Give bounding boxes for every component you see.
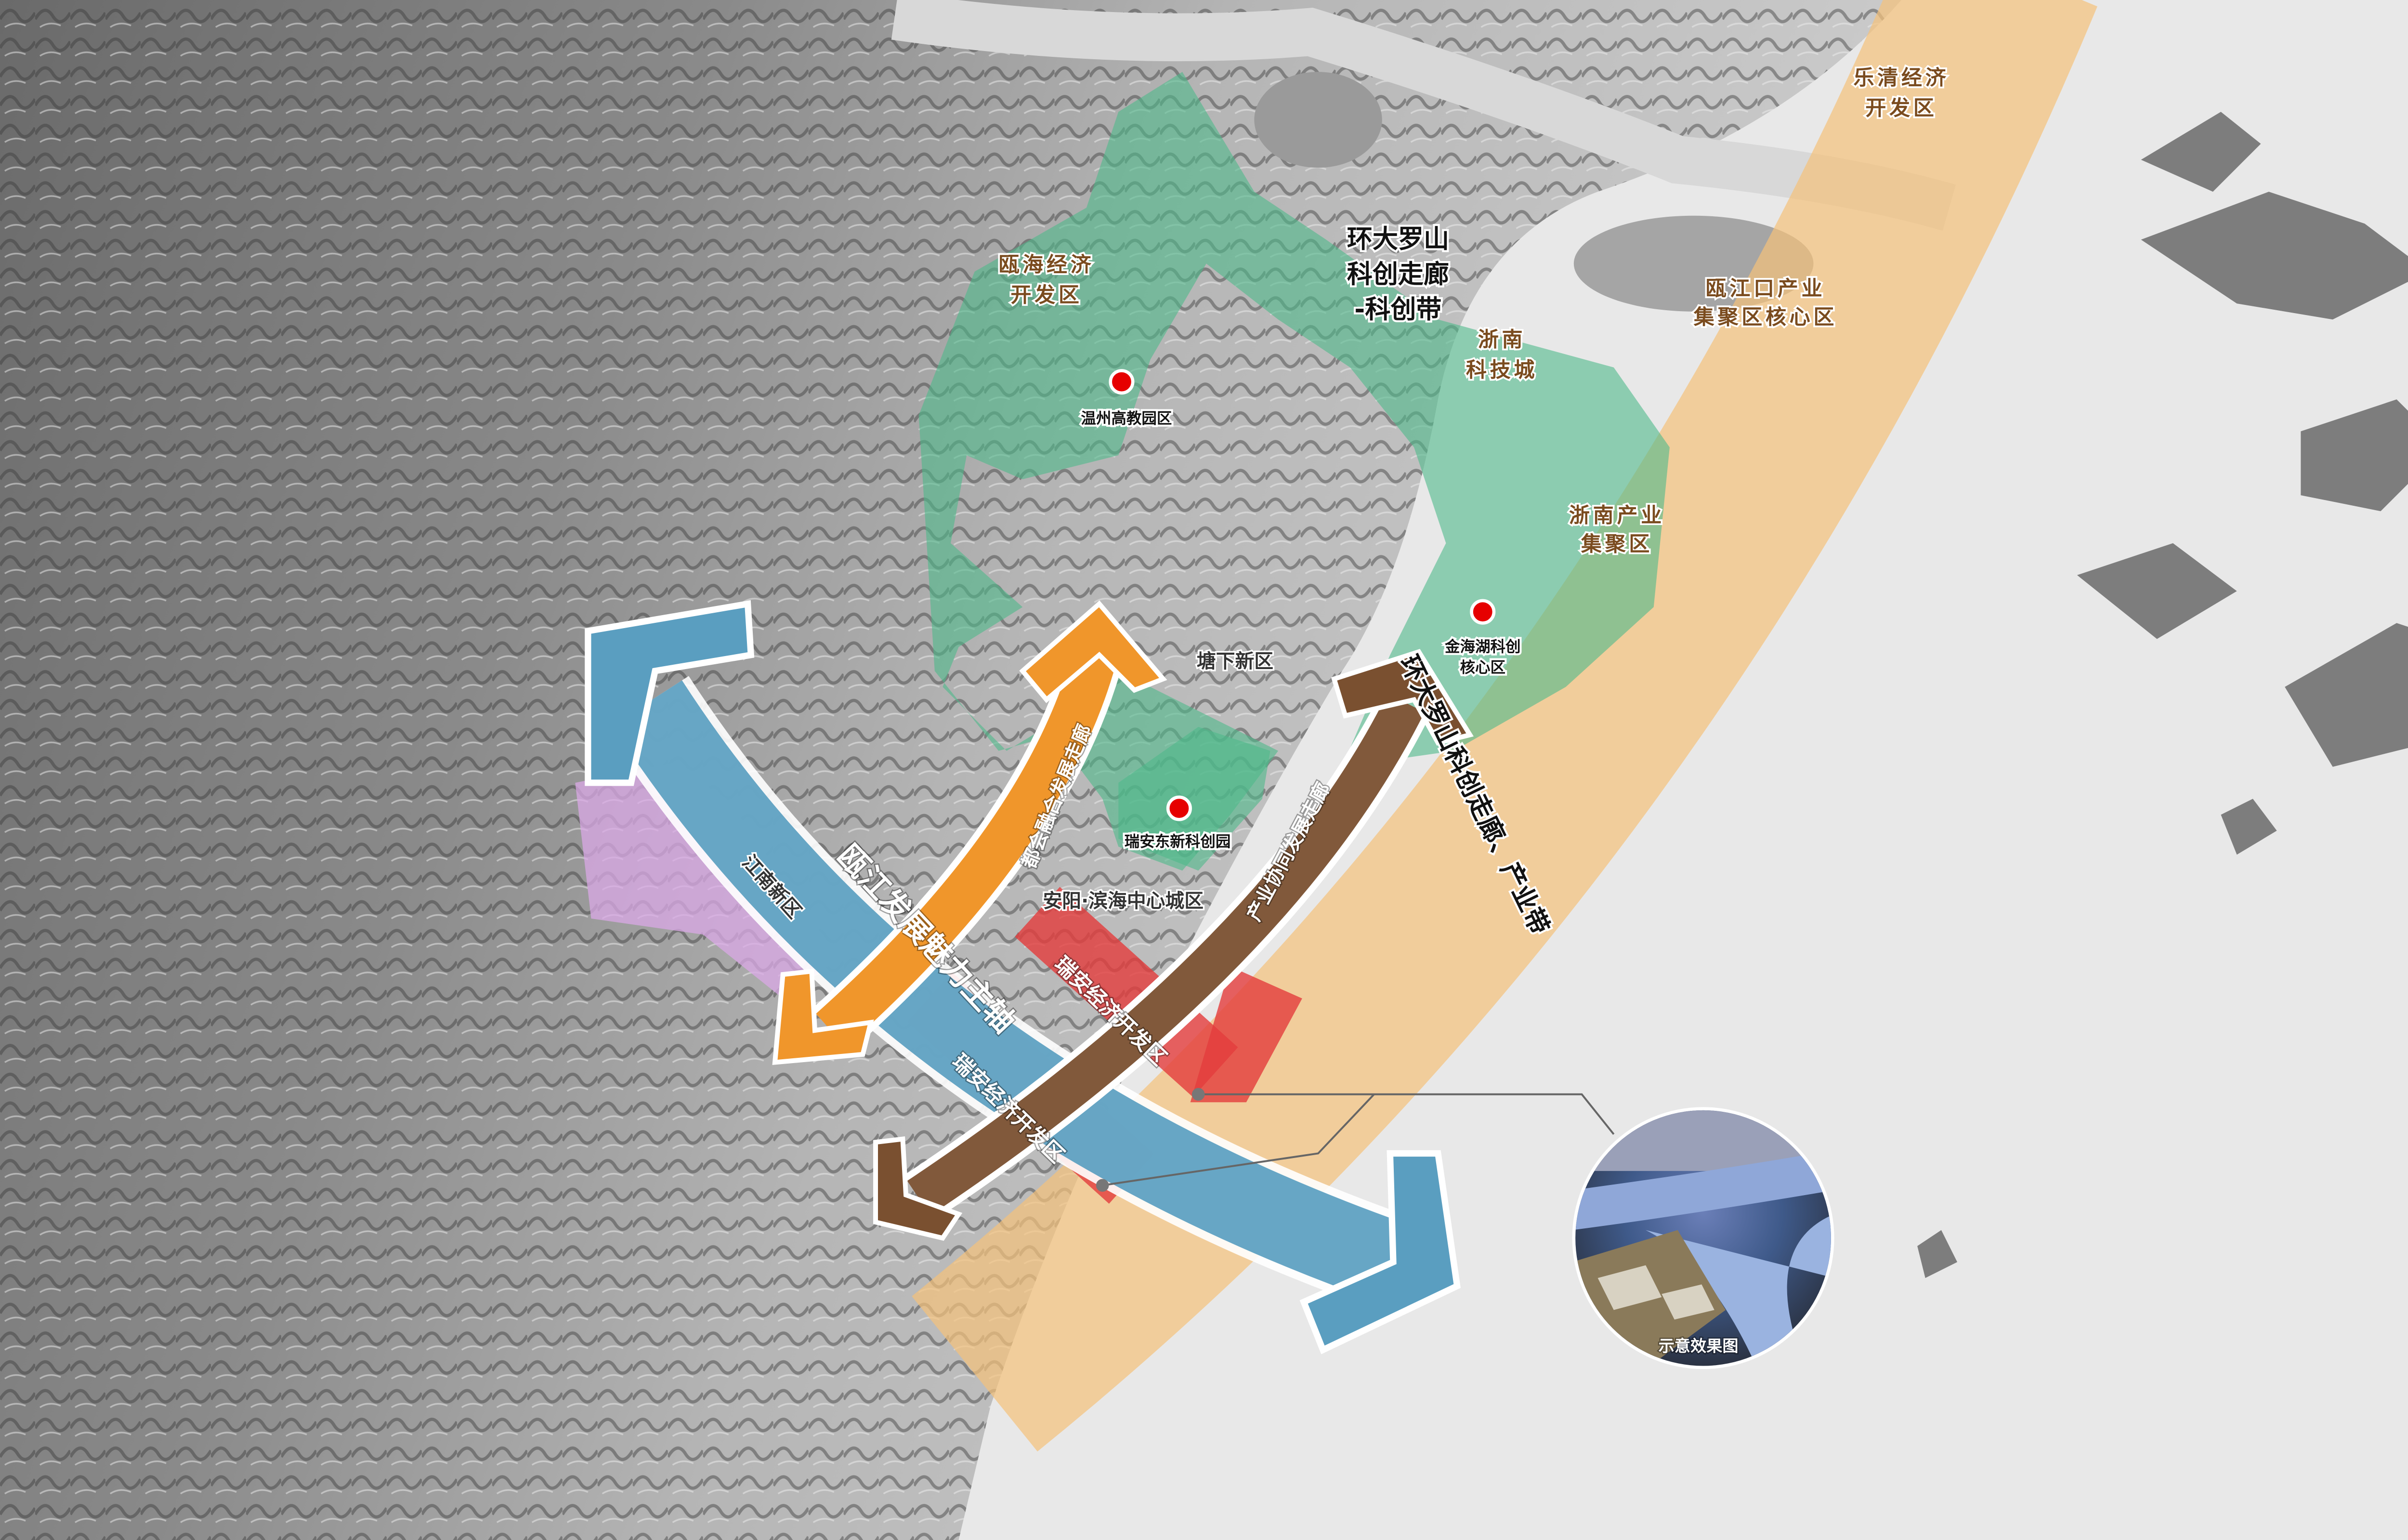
river-island bbox=[1254, 72, 1382, 168]
label-ouhai: 瓯海经济开发区 bbox=[999, 253, 1095, 307]
label-zhenan-industry: 浙南产业集聚区 bbox=[1569, 503, 1665, 556]
label-ruian-east: 瑞安东新科创园 bbox=[1125, 833, 1231, 851]
node-markers bbox=[1109, 369, 1496, 821]
node-dot-jinhaihu[interactable] bbox=[1470, 599, 1496, 625]
industry-corridor-arrow-body bbox=[907, 693, 1425, 1216]
ruian-dev-zone-3 bbox=[1190, 966, 1302, 1103]
inset-leader-line bbox=[1102, 1093, 1375, 1186]
label-zhenan-tech-city: 浙南科技城 bbox=[1466, 328, 1538, 382]
label-wenzhou-university: 温州高教园区 bbox=[1081, 410, 1172, 427]
main-axis-arrowhead-nw bbox=[585, 600, 755, 786]
label-oujiangkou: 瓯江口产业集聚区核心区 bbox=[1693, 277, 1838, 330]
label-science-corridor: 环大罗山科创走廊-科创带 bbox=[1347, 224, 1449, 324]
industry-corridor-arrowhead-ne bbox=[1331, 649, 1474, 746]
jiangnan-new-district-zone bbox=[575, 763, 839, 999]
node-dot-wenzhou-university[interactable] bbox=[1109, 369, 1135, 395]
label-anyang: 安阳·滨海中心城区 bbox=[1043, 890, 1204, 912]
inset-leader-line bbox=[1198, 1093, 1615, 1135]
ruian-dev-zone-1 bbox=[1015, 887, 1238, 1097]
main-axis-arrowhead-se bbox=[1299, 1150, 1461, 1355]
leader-dot bbox=[1191, 1088, 1205, 1101]
leader-dot bbox=[1096, 1179, 1109, 1192]
inset-rendering[interactable]: 示意效果图 bbox=[1572, 1107, 1834, 1369]
ruian-east-park-zone bbox=[1118, 726, 1270, 871]
label-yueqing: 乐清经济开发区 bbox=[1853, 66, 1949, 120]
industry-corridor-arrowhead-sw bbox=[873, 1136, 963, 1241]
inset-caption: 示意效果图 bbox=[1659, 1337, 1739, 1356]
metro-corridor-arrow-body bbox=[816, 633, 1121, 1047]
metro-corridor-arrowhead-sw bbox=[772, 968, 874, 1065]
science-corridor-zone bbox=[918, 72, 1670, 871]
label-tangxia: 塘下新区 bbox=[1197, 650, 1273, 672]
label-jinhaihu: 金海湖科创核心区 bbox=[1444, 638, 1521, 676]
node-dot-ruian-east[interactable] bbox=[1166, 795, 1192, 821]
metro-corridor-arrowhead-n bbox=[1019, 600, 1167, 703]
main-axis-arrow-body bbox=[612, 680, 1404, 1302]
